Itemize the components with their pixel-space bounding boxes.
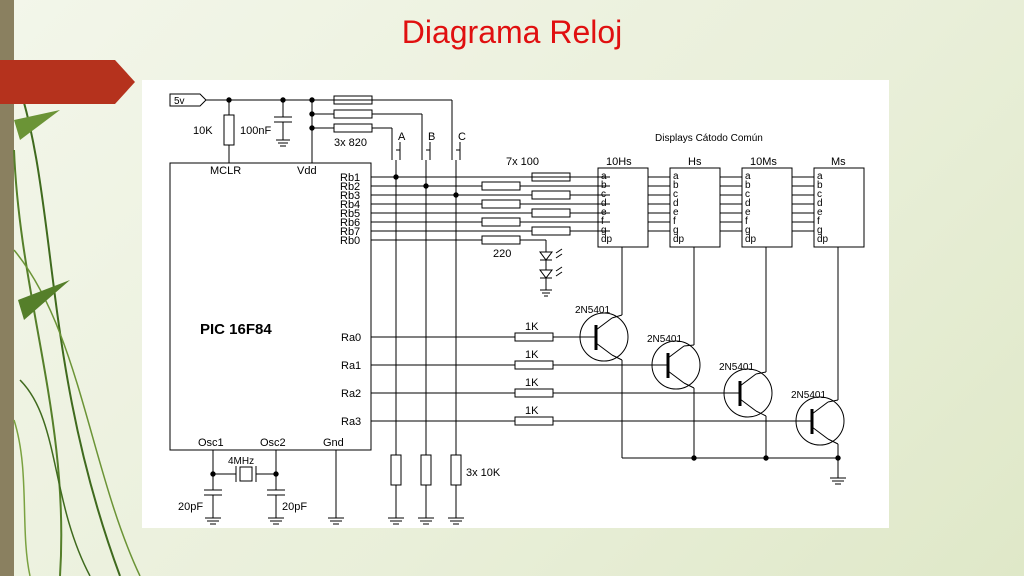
segment-label-c: c — [601, 189, 606, 200]
segment-label-dp: dp — [673, 234, 685, 245]
pullup-label: 3x 820 — [334, 137, 367, 149]
segment-label-f: f — [817, 216, 820, 227]
segment-label-c: c — [673, 189, 678, 200]
segment-label-d: d — [745, 198, 751, 209]
segment-label-b: b — [817, 180, 823, 191]
pin-ra0: Ra0 — [341, 332, 361, 344]
base-resistor-label-3: 1K — [525, 377, 539, 389]
displays-title: Displays Cátodo Común — [655, 133, 763, 144]
circuit-diagram: 5v 10K 100nF 3x 820 A B C Displays Cátod… — [142, 80, 889, 528]
segment-label-dp: dp — [745, 234, 757, 245]
segment-label-f: f — [673, 216, 676, 227]
segment-label-a: a — [673, 171, 679, 182]
supply-label: 5v — [174, 96, 185, 107]
segment-label-g: g — [817, 225, 823, 236]
segment-label-b: b — [673, 180, 679, 191]
slide-left-bar — [0, 0, 14, 576]
pin-rb6: Rb6 — [340, 217, 360, 229]
pin-gnd: Gnd — [323, 437, 344, 449]
segment-label-e: e — [601, 207, 607, 218]
segment-label-b: b — [601, 180, 607, 191]
schematic: 5v 10K 100nF 3x 820 A B C Displays Cátod… — [169, 93, 865, 525]
mcu-name: PIC 16F84 — [200, 321, 272, 338]
pin-ra2: Ra2 — [341, 388, 361, 400]
pin-osc1: Osc1 — [198, 437, 224, 449]
segment-label-d: d — [673, 198, 679, 209]
segment-label-e: e — [673, 207, 679, 218]
pin-rb5: Rb5 — [340, 208, 360, 220]
base-resistor-label-2: 1K — [525, 349, 539, 361]
decorative-leaves — [13, 69, 141, 576]
pin-rb1: Rb1 — [340, 172, 360, 184]
display-label-ms: Ms — [831, 156, 846, 168]
segment-label-g: g — [601, 225, 607, 236]
display-label-10hs: 10Hs — [606, 156, 632, 168]
segment-label-c: c — [745, 189, 750, 200]
button-c-label: C — [458, 131, 466, 143]
crystal-cap-label-2: 20pF — [282, 501, 307, 513]
transistor-label-3: 2N5401 — [719, 362, 754, 373]
mclr-resistor-label: 10K — [193, 125, 213, 137]
segment-label-e: e — [745, 207, 751, 218]
segment-label-b: b — [745, 180, 751, 191]
pin-rb3: Rb3 — [340, 190, 360, 202]
base-resistor-label-4: 1K — [525, 405, 539, 417]
transistor-label-1: 2N5401 — [575, 305, 610, 316]
segment-label-f: f — [745, 216, 748, 227]
pin-osc2: Osc2 — [260, 437, 286, 449]
crystal-label: 4MHz — [228, 456, 254, 467]
segment-label-a: a — [745, 171, 751, 182]
seg-resistors-label: 7x 100 — [506, 156, 539, 168]
pin-ra3: Ra3 — [341, 416, 361, 428]
pin-mclr: MCLR — [210, 165, 241, 177]
display-label-10ms: 10Ms — [750, 156, 777, 168]
display-label-hs: Hs — [688, 156, 702, 168]
led-resistor-label: 220 — [493, 248, 511, 260]
segment-label-d: d — [817, 198, 823, 209]
segment-label-d: d — [601, 198, 607, 209]
segment-label-g: g — [673, 225, 679, 236]
capacitor-label: 100nF — [240, 125, 271, 137]
slide-arrow-tab — [0, 60, 135, 104]
pin-rb7: Rb7 — [340, 226, 360, 238]
segment-label-c: c — [817, 189, 822, 200]
segment-label-e: e — [817, 207, 823, 218]
base-resistor-label-1: 1K — [525, 321, 539, 333]
segment-label-a: a — [817, 171, 823, 182]
pin-rb0: Rb0 — [340, 235, 360, 247]
button-a-label: A — [398, 131, 406, 143]
slide-title: Diagrama Reloj — [401, 14, 623, 50]
pin-rb2: Rb2 — [340, 181, 360, 193]
pin-ra1: Ra1 — [341, 360, 361, 372]
segment-label-dp: dp — [601, 234, 613, 245]
transistor-label-4: 2N5401 — [791, 390, 826, 401]
pulldown-label: 3x 10K — [466, 467, 501, 479]
transistor-label-2: 2N5401 — [647, 334, 682, 345]
segment-label-dp: dp — [817, 234, 829, 245]
segment-label-a: a — [601, 171, 607, 182]
crystal-cap-label-1: 20pF — [178, 501, 203, 513]
segment-label-f: f — [601, 216, 604, 227]
pin-rb4: Rb4 — [340, 199, 360, 211]
segment-label-g: g — [745, 225, 751, 236]
button-b-label: B — [428, 131, 435, 143]
pin-vdd: Vdd — [297, 165, 317, 177]
